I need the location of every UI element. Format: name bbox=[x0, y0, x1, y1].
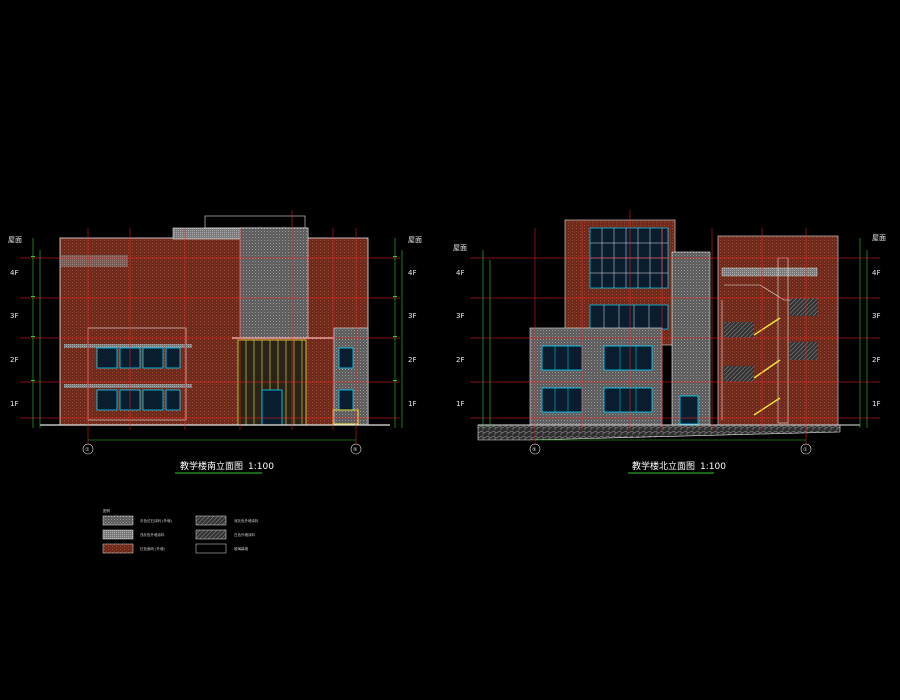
right-floor-4f-r: 4F bbox=[872, 269, 880, 277]
left-elevation-title: 教学楼南立面图 bbox=[180, 460, 243, 472]
left-elevation: 1F 2F 3F 4F 1F 2F 3F 4F 屋面 屋面 ① ⑨ 教学楼南立面… bbox=[8, 210, 422, 474]
right-dim-lines bbox=[482, 238, 868, 441]
left-grid-label-a: ① bbox=[85, 447, 90, 453]
right-floor-3f: 3F bbox=[456, 312, 464, 320]
left-floor-1f: 1F bbox=[10, 400, 18, 408]
legend-text-2: 浅灰色外墙涂料 bbox=[140, 532, 165, 537]
left-roof-outline bbox=[204, 215, 306, 229]
left-stone-tower bbox=[239, 227, 309, 339]
left-dim-lines bbox=[32, 238, 403, 441]
left-grid-verticals bbox=[87, 210, 357, 445]
legend: 图例 灰色仿石涂料 (外墙) 浅灰色外墙涂料 红色面砖 (外墙) 深灰色外墙涂料… bbox=[102, 508, 259, 554]
right-block-window-mullions bbox=[554, 346, 637, 412]
left-dim-ticks bbox=[31, 256, 397, 381]
left-grid-bubble-a bbox=[82, 443, 94, 455]
legend-text-5: 白色外墙涂料 bbox=[234, 532, 255, 537]
right-block-windows bbox=[541, 345, 653, 413]
left-slab-1f bbox=[64, 384, 192, 388]
right-elevation: 1F 2F 3F 4F 1F 2F 3F 4F 屋面 屋面 ⑨ ① 教学楼北立面… bbox=[453, 210, 886, 474]
left-floor-4f-r: 4F bbox=[408, 269, 416, 277]
right-grid-bubble-a bbox=[529, 443, 541, 455]
left-roof-label: 屋面 bbox=[8, 236, 22, 244]
right-grid-verticals bbox=[534, 210, 807, 445]
left-floor-2f: 2F bbox=[10, 356, 18, 364]
legend-text-3: 红色面砖 (外墙) bbox=[140, 546, 165, 551]
left-slab-2f bbox=[64, 344, 192, 348]
legend-swatch-brick bbox=[102, 543, 134, 554]
left-floor-1f-r: 1F bbox=[408, 400, 416, 408]
left-roof-label-r: 屋面 bbox=[408, 236, 422, 244]
right-door bbox=[679, 395, 699, 425]
legend-text-4: 深灰色外墙涂料 bbox=[234, 518, 259, 523]
right-grid-bubble-b bbox=[800, 443, 812, 455]
left-top-band bbox=[60, 255, 128, 267]
left-elevation-scale: 1:100 bbox=[248, 462, 274, 472]
right-elevation-scale: 1:100 bbox=[700, 462, 726, 472]
left-floor-3f-r: 3F bbox=[408, 312, 416, 320]
right-staircase bbox=[721, 257, 818, 424]
left-side-window-1 bbox=[338, 347, 354, 369]
right-roof-label-r: 屋面 bbox=[872, 234, 886, 242]
right-elevation-title: 教学楼北立面图 bbox=[632, 460, 695, 472]
legend-text-1: 灰色仿石涂料 (外墙) bbox=[140, 518, 172, 523]
right-floor-1f: 1F bbox=[456, 400, 464, 408]
left-windows-lower bbox=[96, 389, 181, 411]
left-floor-3f: 3F bbox=[10, 312, 18, 320]
left-floor-2f-r: 2F bbox=[408, 356, 416, 364]
left-grid-label-b: ⑨ bbox=[353, 447, 357, 453]
right-grid-label-b: ① bbox=[803, 447, 808, 453]
right-floor-2f-r: 2F bbox=[872, 356, 880, 364]
legend-swatch-diag bbox=[195, 529, 227, 540]
left-grid-bubble-b bbox=[350, 443, 362, 455]
left-floor-4f: 4F bbox=[10, 269, 18, 277]
legend-text-6: 玻璃幕墙 bbox=[234, 546, 248, 551]
right-floor-4f: 4F bbox=[456, 269, 464, 277]
legend-swatch-hatch bbox=[195, 515, 227, 526]
left-side-window-2 bbox=[338, 389, 354, 411]
right-floor-3f-r: 3F bbox=[872, 312, 880, 320]
left-windows-upper bbox=[96, 347, 181, 369]
right-terrain bbox=[477, 424, 841, 441]
right-roof-label: 屋面 bbox=[453, 244, 467, 252]
left-level-lines bbox=[20, 257, 400, 419]
right-floor-2f: 2F bbox=[456, 356, 464, 364]
right-level-lines bbox=[470, 257, 880, 419]
legend-swatch-gray bbox=[102, 529, 134, 540]
legend-title: 图例 bbox=[103, 508, 110, 513]
legend-swatch-stone bbox=[102, 515, 134, 526]
right-grid-label-a: ⑨ bbox=[532, 447, 536, 453]
legend-swatch-blank bbox=[195, 543, 227, 554]
right-floor-1f-r: 1F bbox=[872, 400, 880, 408]
left-entrance-door bbox=[261, 389, 283, 426]
